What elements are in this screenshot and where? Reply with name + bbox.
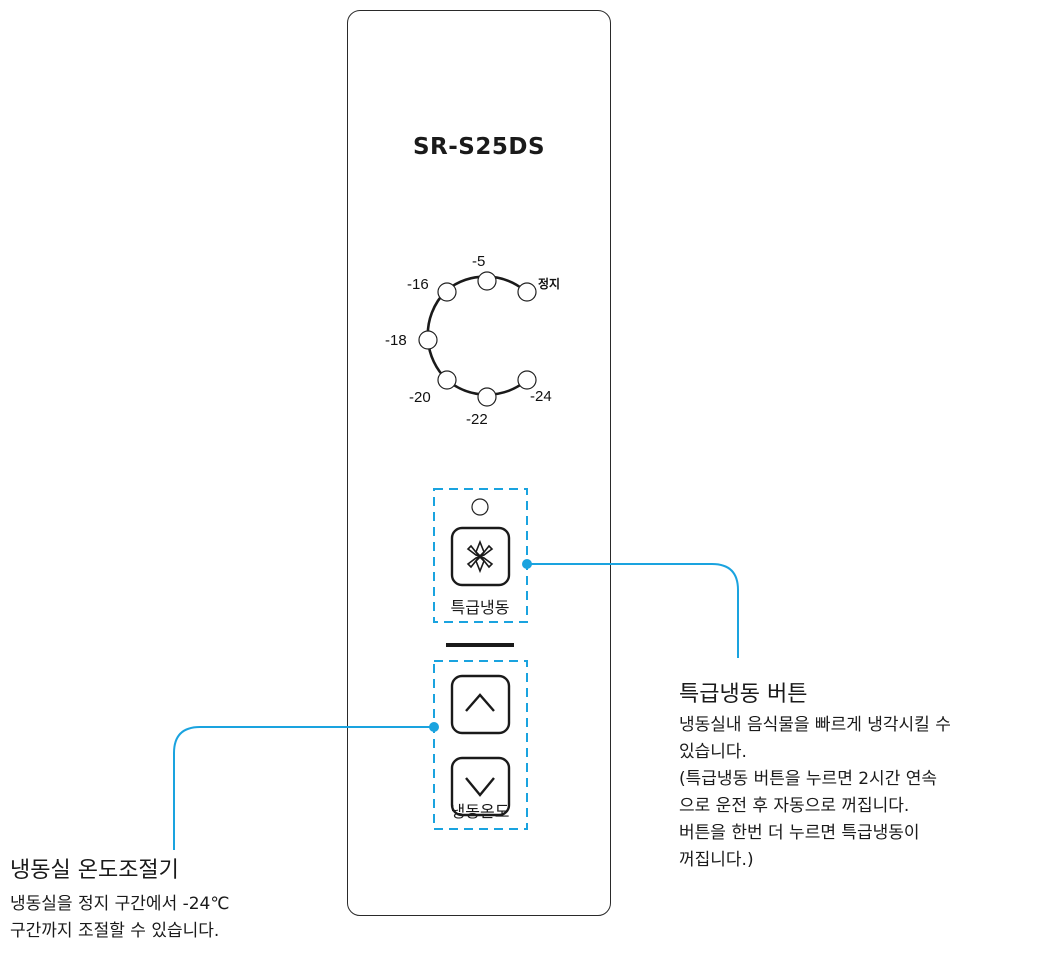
temp-up-button[interactable] [450, 674, 511, 735]
led-minus-18 [418, 330, 438, 350]
led-minus-22 [477, 387, 497, 407]
super-freeze-led [471, 498, 489, 516]
label-minus-18: -18 [385, 332, 407, 349]
freezer-temp-callout-desc: 냉동실을 정지 구간에서 -24℃ 구간까지 조절할 수 있습니다. [10, 891, 229, 945]
super-freeze-leader [527, 563, 739, 658]
desc-line: 구간까지 조절할 수 있습니다. [10, 921, 220, 941]
desc-line: 버튼을 한번 더 누르면 특급냉동이 [679, 823, 920, 843]
desc-line: 으로 운전 후 자동으로 꺼집니다. [679, 796, 910, 816]
super-freeze-leader-dot [522, 559, 532, 569]
led-minus-16 [437, 282, 457, 302]
freezer-temp-label: 냉동온도 [450, 802, 510, 821]
super-freeze-callout-desc: 냉동실내 음식물을 빠르게 냉각시킬 수 있습니다. (특급냉동 버튼을 누르면… [679, 712, 951, 874]
led-minus-5 [477, 271, 497, 291]
label-minus-22: -22 [466, 411, 488, 428]
label-minus-20: -20 [409, 389, 431, 406]
freezer-temp-callout-title: 냉동실 온도조절기 [10, 858, 179, 883]
freezer-temp-leader-dot [429, 722, 439, 732]
divider [446, 643, 514, 647]
desc-line: 냉동실을 정지 구간에서 -24℃ [10, 894, 230, 914]
label-minus-16: -16 [407, 276, 429, 293]
label-minus-24: -24 [530, 388, 552, 405]
desc-line: 냉동실내 음식물을 빠르게 냉각시킬 수 [679, 715, 951, 735]
desc-line: 있습니다. [679, 742, 747, 762]
super-freeze-highlight [433, 488, 528, 623]
led-stop [517, 282, 537, 302]
freezer-temp-leader [173, 726, 434, 850]
super-freeze-label: 특급냉동 [450, 598, 510, 617]
chevron-up-icon [465, 693, 495, 712]
desc-line: 꺼집니다.) [679, 850, 754, 870]
desc-line: (특급냉동 버튼을 누르면 2시간 연속 [679, 769, 938, 789]
freezer-temp-highlight [433, 660, 528, 830]
led-minus-24 [517, 370, 537, 390]
model-name: SR-S25DS [412, 134, 546, 160]
label-stop: 정지 [538, 276, 560, 291]
chevron-down-icon [465, 777, 495, 797]
temp-down-button[interactable] [450, 756, 511, 817]
label-minus-5: -5 [472, 253, 485, 270]
snowflake-icon [466, 539, 494, 574]
led-minus-20 [437, 370, 457, 390]
super-freeze-button[interactable] [450, 526, 511, 587]
super-freeze-callout-title: 특급냉동 버튼 [679, 682, 808, 707]
